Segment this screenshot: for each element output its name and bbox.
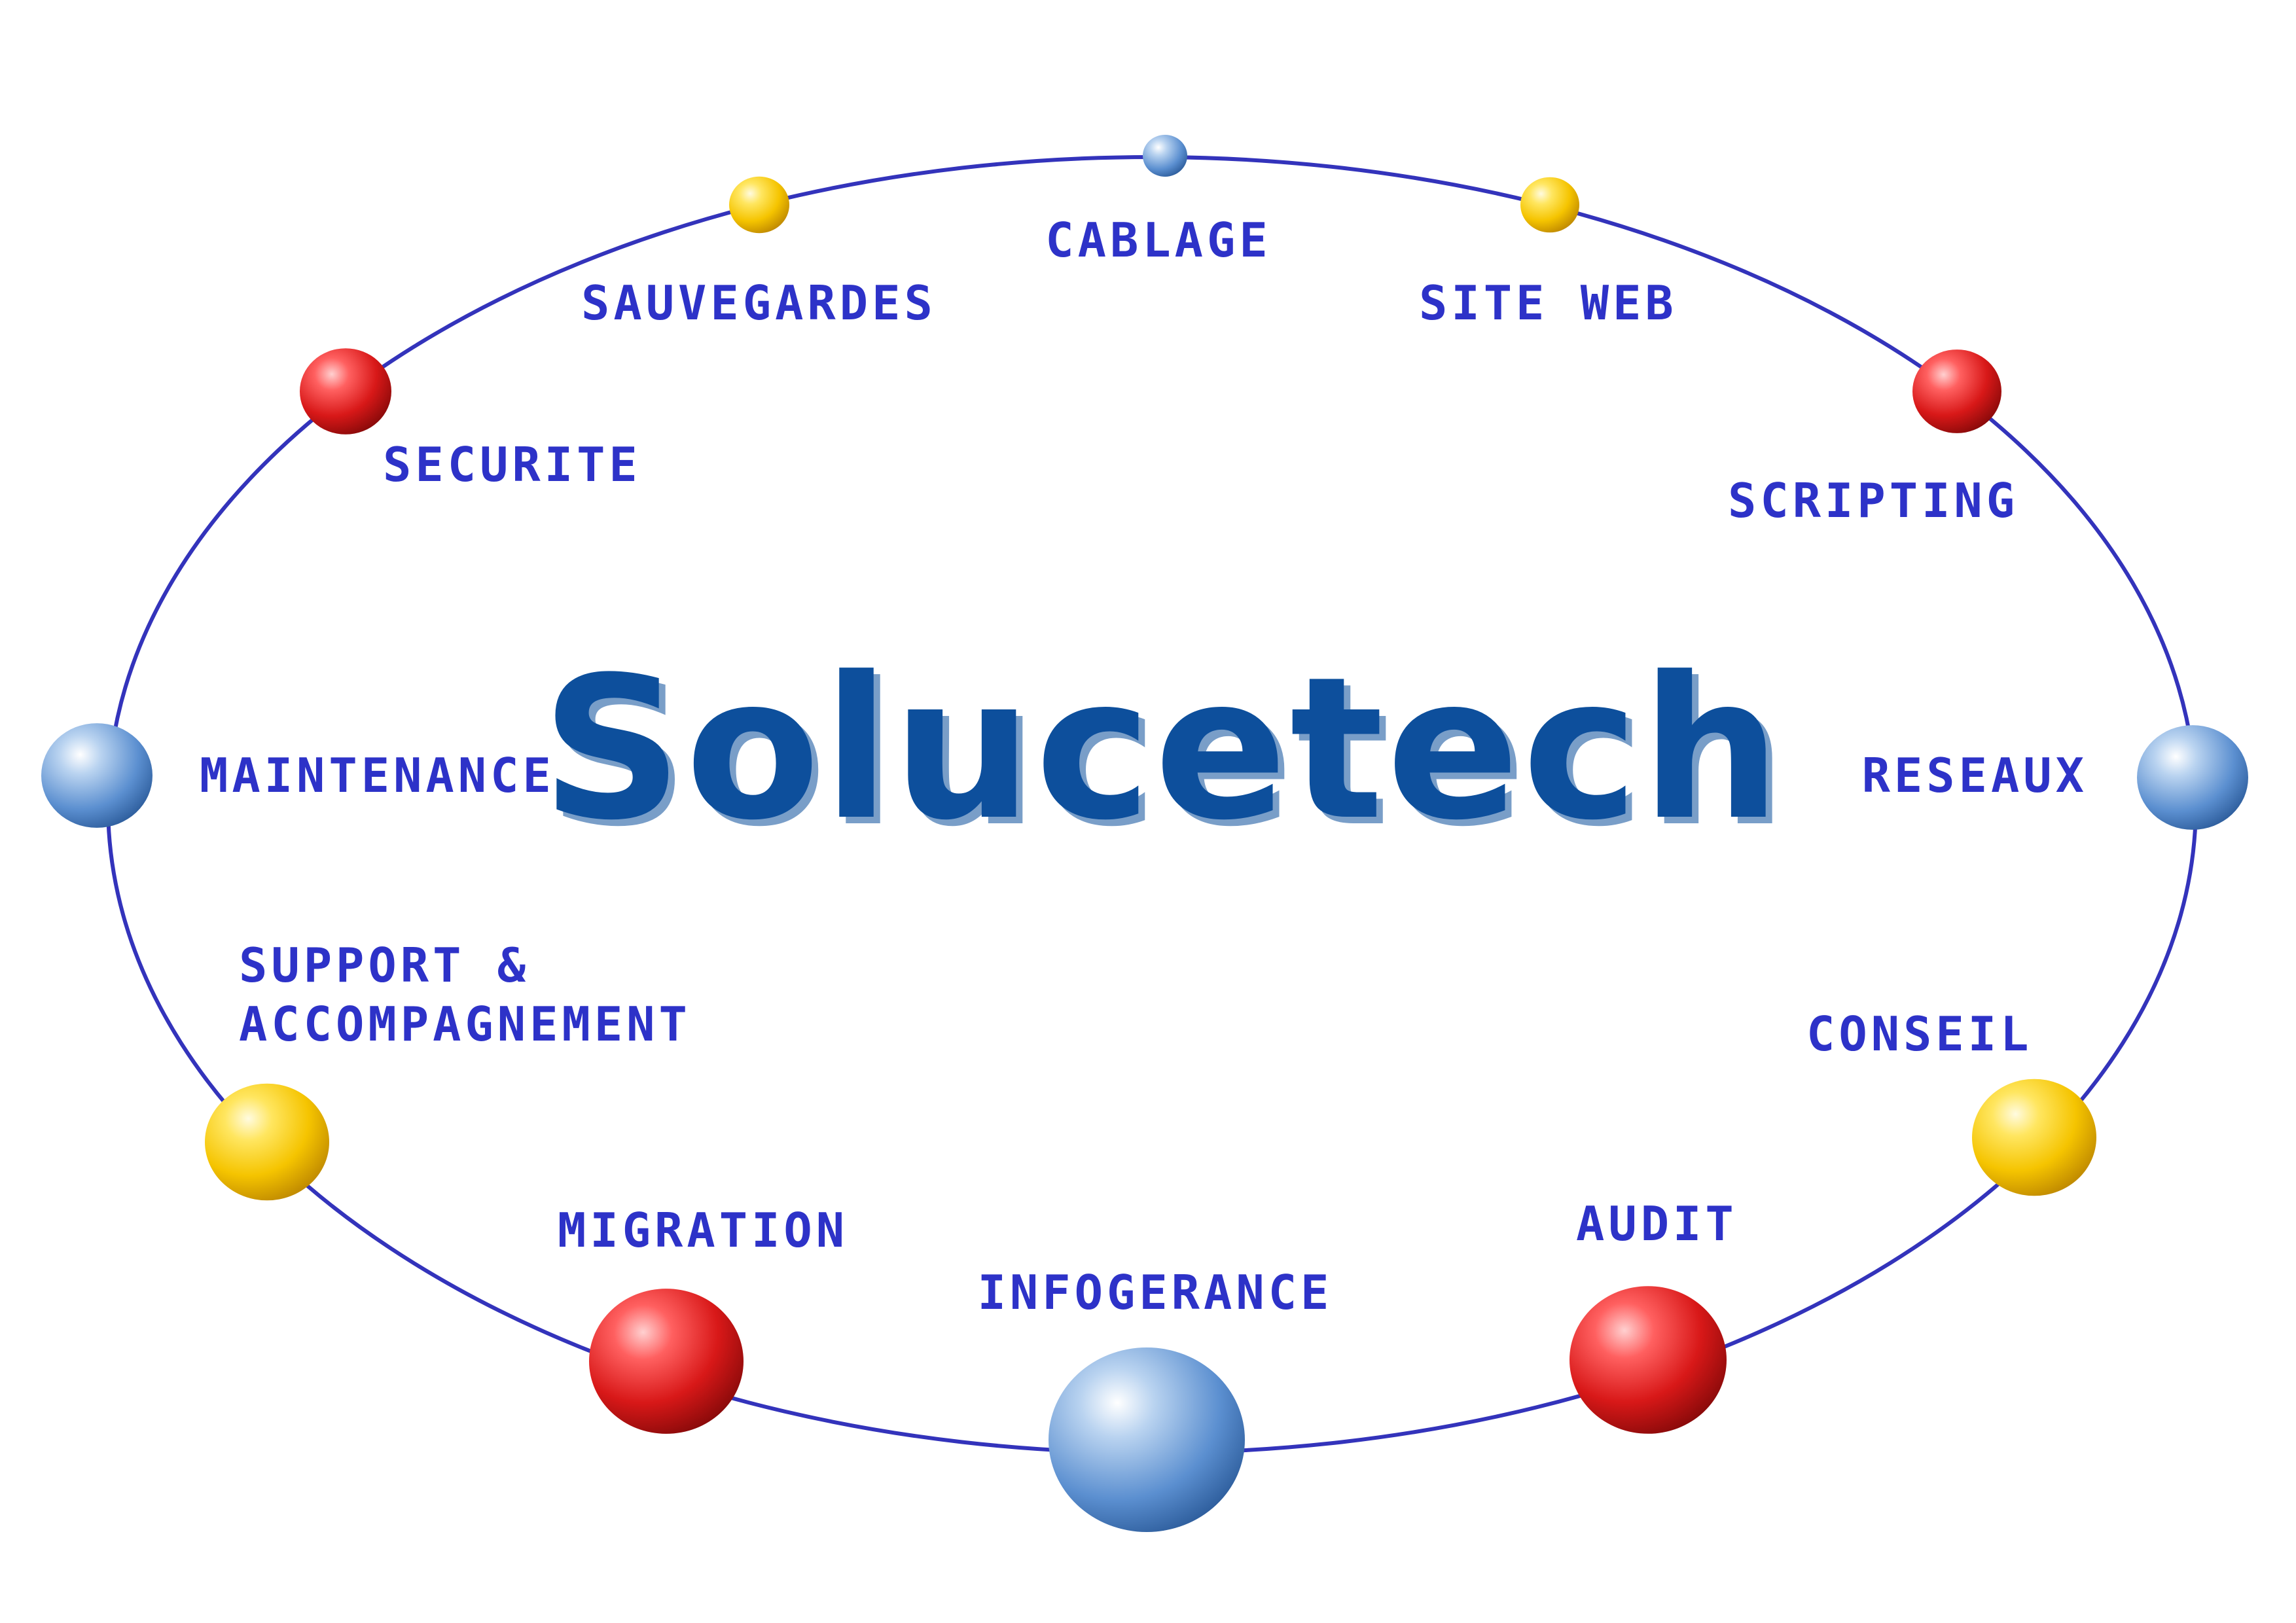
maintenance-label: MAINTENANCE: [200, 748, 555, 803]
brand-logo-shadow: Solucetech: [548, 641, 1790, 870]
scripting-node: [1912, 349, 2001, 433]
maintenance-node: [41, 723, 152, 828]
sauvegardes-node: [729, 176, 789, 234]
support-node: [205, 1083, 329, 1201]
scripting-label: SCRIPTING: [1728, 473, 2018, 528]
brand-logo-text: Solucetech: [541, 635, 1784, 863]
conseil-node: [1972, 1079, 2096, 1196]
audit-label: AUDIT: [1576, 1196, 1738, 1251]
support-label: SUPPORT &: [239, 938, 529, 993]
reseaux-label: RESEAUX: [1862, 748, 2088, 803]
brand-logo: Solucetech Solucetech: [541, 635, 1790, 870]
infogerance-node: [1049, 1347, 1245, 1532]
site-web-label: SITE WEB: [1419, 276, 1677, 330]
audit-node: [1570, 1286, 1727, 1434]
sauvegardes-label: SAUVEGARDES: [581, 276, 937, 330]
securite-label: SECURITE: [383, 437, 641, 492]
reseaux-node: [2137, 725, 2248, 830]
support-label-line2: ACCOMPAGNEMENT: [239, 997, 691, 1052]
migration-label: MIGRATION: [558, 1203, 848, 1258]
site-web-node: [1520, 177, 1579, 233]
cablage-label: CABLAGE: [1045, 213, 1271, 268]
cablage-node: [1143, 135, 1187, 177]
migration-node: [589, 1289, 744, 1434]
securite-node: [300, 348, 391, 435]
conseil-label: CONSEIL: [1806, 1007, 2032, 1061]
infogerance-label: INFOGERANCE: [978, 1265, 1333, 1320]
